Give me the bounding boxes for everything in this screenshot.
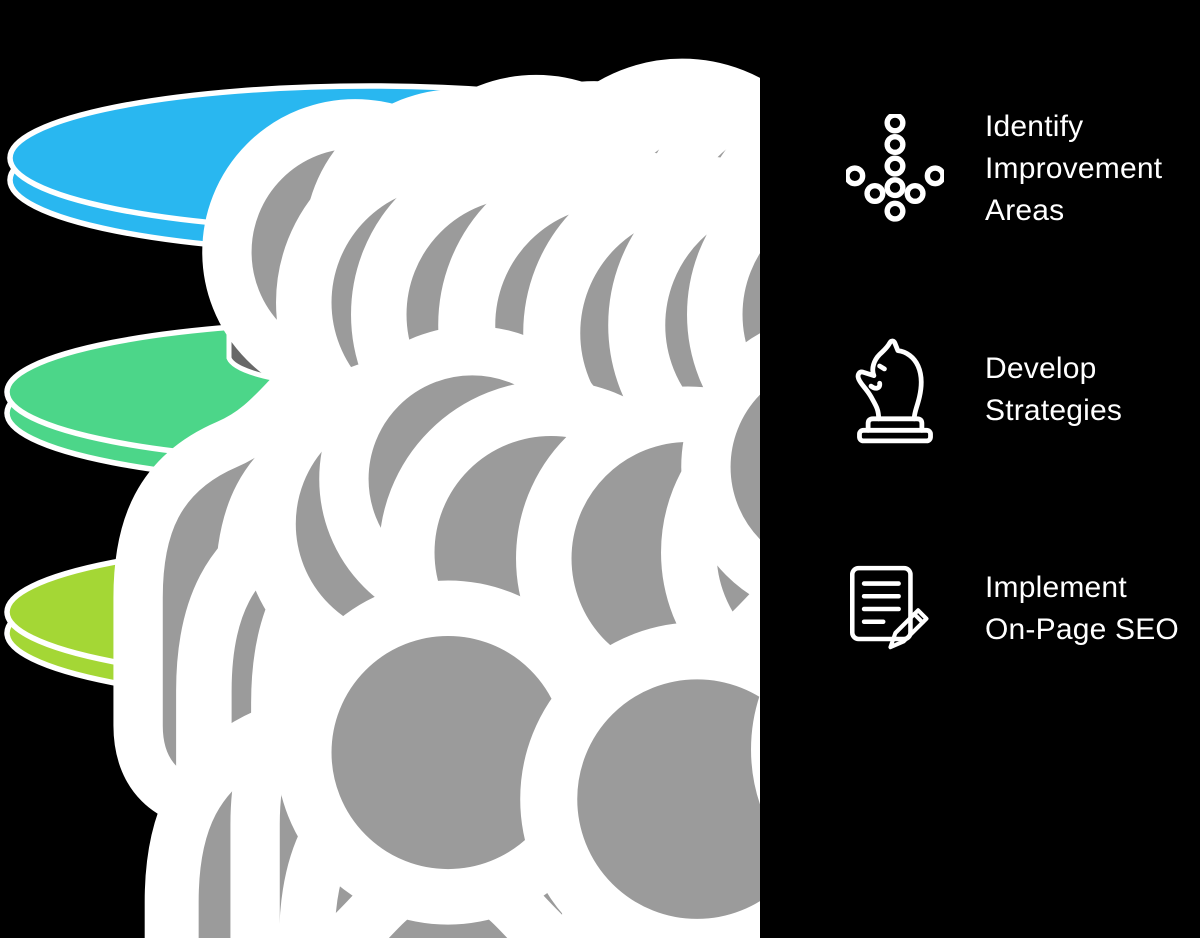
step-develop-strategies: Develop Strategies — [845, 336, 1122, 444]
step-identify-improvement-areas: Identify Improvement Areas — [845, 106, 1162, 232]
steps-column: Identify Improvement Areas Develop Strat… — [845, 0, 1200, 938]
step-implement-on-page-seo: Implement On-Page SEO — [845, 560, 1179, 658]
step-label: Implement On-Page SEO — [985, 571, 1179, 646]
chess-knight-icon — [845, 336, 945, 444]
funnel-diagram — [4, 83, 760, 938]
document-pencil-icon — [845, 560, 945, 658]
dots-arrow-icon — [845, 114, 945, 224]
step-label: Develop Strategies — [985, 352, 1123, 427]
step-label: Identify Improvement Areas — [985, 110, 1163, 227]
